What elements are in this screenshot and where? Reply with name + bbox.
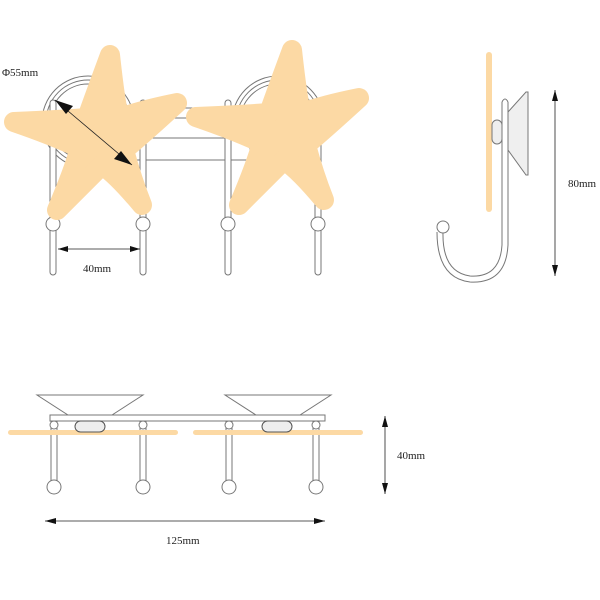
height-arrow bbox=[552, 90, 558, 276]
suction-cup-bottom-right bbox=[223, 394, 333, 416]
starfish-side bbox=[486, 52, 492, 212]
depth-label: 40mm bbox=[397, 450, 426, 462]
rail-bottom bbox=[49, 414, 326, 422]
depth-arrow bbox=[382, 416, 388, 494]
side-view bbox=[436, 52, 558, 283]
hook-spacing-arrow bbox=[58, 246, 140, 252]
diameter-arrow bbox=[54, 99, 133, 166]
hook-spacing-label: 40mm bbox=[83, 263, 112, 275]
knob-right bbox=[261, 420, 293, 433]
knob-left bbox=[74, 420, 106, 433]
bottom-view bbox=[8, 394, 388, 524]
front-view bbox=[14, 50, 359, 276]
starfish-left bbox=[14, 55, 177, 210]
total-width-label: 125mm bbox=[166, 535, 200, 547]
suction-cup-bottom-left bbox=[35, 394, 145, 416]
suction-knob bbox=[491, 119, 503, 145]
width-arrow bbox=[45, 518, 325, 524]
diameter-label: Φ55mm bbox=[2, 67, 39, 79]
suction-cup-side bbox=[507, 91, 529, 176]
hook-profile bbox=[436, 102, 509, 283]
starfish-right bbox=[196, 50, 359, 205]
legs-bottom bbox=[46, 420, 324, 495]
height-label: 80mm bbox=[568, 178, 597, 190]
